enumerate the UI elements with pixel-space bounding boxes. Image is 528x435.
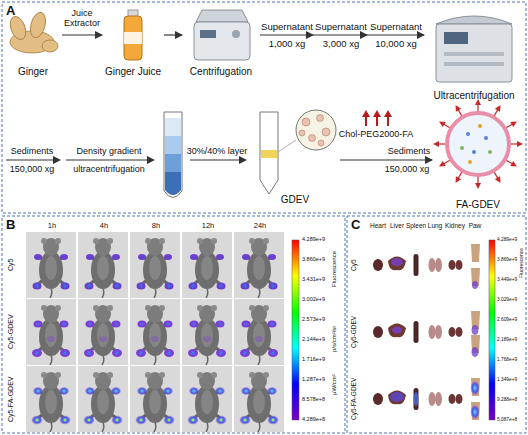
annotation: 8h — [136, 222, 176, 231]
row-label: Cy5 — [350, 232, 357, 298]
organ-images — [373, 244, 480, 420]
panel-letter: B — [6, 218, 15, 233]
annotation: 3.869e+9 — [497, 257, 517, 263]
annotation: 3.860e+9 — [302, 256, 325, 262]
row-label: Fluorescence — [331, 238, 338, 300]
step-node: GDEV — [250, 102, 340, 206]
row-label: Cy5-GDEV — [7, 299, 15, 365]
annotation: 12h — [188, 222, 228, 231]
annotation: 3.431e+9 — [302, 276, 325, 282]
gdev-tube — [260, 110, 336, 194]
annotation: 8.578e+8 — [302, 396, 325, 402]
flow-arrow — [340, 159, 432, 160]
centrifuge — [194, 10, 250, 60]
annotation: Supernatant — [313, 22, 369, 33]
row-label: Cy5 — [7, 232, 15, 298]
annotation: Density gradient — [62, 146, 156, 156]
mouse-images — [26, 232, 284, 432]
arrow-label: Juice Extractor — [62, 9, 102, 29]
annotation: Sediments — [386, 146, 432, 156]
annotation: Paw — [463, 222, 487, 229]
annotation: 5.087e+8 — [497, 417, 517, 423]
annotation: 150,000 xg — [2, 164, 62, 174]
annotation: 3.002e+9 — [302, 296, 325, 302]
row-label: Cy5-FA-GDEV — [7, 366, 15, 432]
annotation: 2.144e+9 — [302, 336, 325, 342]
flow-arrow — [260, 34, 424, 35]
annotation: 9.288e+8 — [497, 397, 517, 403]
annotation: Supernatant — [259, 22, 315, 33]
ultracentrifuge — [436, 16, 512, 82]
annotation: 2.573e+9 — [302, 316, 325, 322]
annotation: Kidney — [443, 222, 467, 229]
node-label: Ginger — [18, 66, 48, 78]
step-node: Centrifugation — [182, 8, 260, 78]
annotation: 3,000 xg — [313, 39, 369, 50]
step-arrows — [6, 156, 247, 164]
annotation: 4.289e+9 — [497, 237, 517, 243]
annotation: 4.289e+9 — [302, 236, 325, 242]
node-label: Ultracentrifugation — [433, 90, 514, 102]
ligand-icon — [362, 110, 392, 126]
annotation: 1,000 xg — [259, 39, 315, 50]
annotation: Spleen — [404, 222, 428, 229]
annotation: 1h — [32, 222, 72, 231]
annotation: 150,000 xg — [382, 164, 432, 174]
row-label: μW/cm² — [331, 368, 338, 402]
step-node: FA-GDEV — [432, 100, 524, 211]
node-label: Ginger Juice — [105, 66, 161, 78]
annotation: 1.768e+9 — [497, 357, 517, 363]
annotation: 1.716e+9 — [302, 356, 325, 362]
annotation: 10,000 xg — [368, 39, 424, 50]
annotation: 2.609e+9 — [497, 317, 517, 323]
flow-arrow — [164, 34, 182, 35]
annotation: Supernatant — [368, 22, 424, 33]
gradient-tube — [164, 112, 182, 198]
node-label: Centrifugation — [190, 66, 252, 78]
node-label: FA-GDEV — [456, 199, 500, 211]
juice-bottle — [124, 10, 142, 60]
arrow-label: Chol-PEG2000-FA — [334, 130, 418, 140]
annotation: Heart — [366, 222, 390, 229]
node-label: GDEV — [281, 194, 309, 206]
annotation: 3.029e+9 — [497, 297, 517, 303]
color-scale — [489, 240, 495, 420]
color-scale — [292, 240, 299, 420]
row-label: Cy5-FA-GDEV — [350, 366, 357, 432]
annotation: 1.287e+9 — [302, 376, 325, 382]
flow-arrow — [62, 34, 102, 35]
step-node: Ginger — [4, 8, 62, 78]
row-label: p/s/cm²/sr — [331, 318, 338, 360]
annotation: 4.289e+8 — [302, 416, 325, 422]
row-label: Fluorescence — [519, 238, 525, 288]
step-node: Ultracentrifugation — [424, 6, 524, 102]
annotation: 3.449e+9 — [497, 277, 517, 283]
row-label: Cy5-GDEV — [350, 299, 357, 365]
annotation: ultracentrifugation — [62, 164, 156, 174]
annotation: Sediments — [2, 146, 62, 156]
panel-letter: C — [351, 218, 360, 233]
fa-gdev-vesicle — [433, 99, 523, 189]
annotation: 1.349e+9 — [497, 377, 517, 383]
annotation: 24h — [240, 222, 280, 231]
annotation: Liver — [385, 222, 409, 229]
annotation: 2.189e+9 — [497, 337, 517, 343]
annotation: Lung — [423, 222, 447, 229]
step-node: Ginger Juice — [102, 8, 164, 78]
panel-letter: A — [6, 4, 15, 19]
annotation: 30%/40% layer — [184, 146, 250, 156]
annotation: 4h — [84, 222, 124, 231]
